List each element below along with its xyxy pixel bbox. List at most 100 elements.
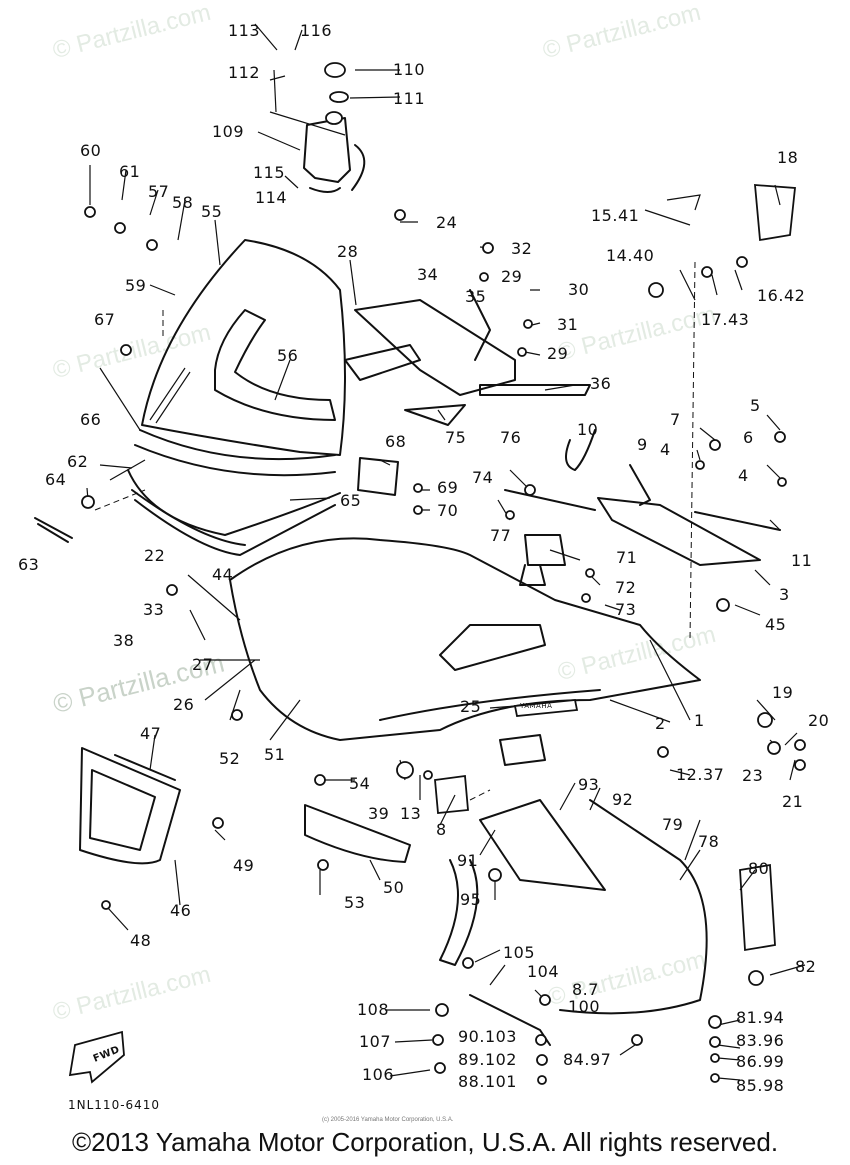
callout-6[interactable]: 6 xyxy=(743,428,754,447)
callout-35[interactable]: 35 xyxy=(465,287,487,306)
callout-80[interactable]: 80 xyxy=(748,859,770,878)
callout-34[interactable]: 34 xyxy=(417,265,439,284)
callout-115[interactable]: 115 xyxy=(253,163,286,182)
callout-36[interactable]: 36 xyxy=(590,374,612,393)
callout-9[interactable]: 9 xyxy=(637,435,648,454)
callout-116[interactable]: 116 xyxy=(300,21,333,40)
callout-12-37[interactable]: 12.37 xyxy=(676,765,725,784)
callout-13[interactable]: 13 xyxy=(400,804,422,823)
callout-79[interactable]: 79 xyxy=(662,815,684,834)
callout-28[interactable]: 28 xyxy=(337,242,359,261)
callout-16-42[interactable]: 16.42 xyxy=(757,286,806,305)
callout-51[interactable]: 51 xyxy=(264,745,286,764)
callout-61[interactable]: 61 xyxy=(119,162,141,181)
callout-110[interactable]: 110 xyxy=(393,60,426,79)
callout-86-99[interactable]: 86.99 xyxy=(736,1052,785,1071)
callout-21[interactable]: 21 xyxy=(782,792,804,811)
callout-46[interactable]: 46 xyxy=(170,901,192,920)
callout-107[interactable]: 107 xyxy=(359,1032,392,1051)
callout-62[interactable]: 62 xyxy=(67,452,89,471)
callout-39[interactable]: 39 xyxy=(368,804,390,823)
callout-78[interactable]: 78 xyxy=(698,832,720,851)
callout-88-101[interactable]: 88.101 xyxy=(458,1072,517,1091)
callout-10[interactable]: 10 xyxy=(577,420,599,439)
callout-29[interactable]: 29 xyxy=(547,344,569,363)
callout-14-40[interactable]: 14.40 xyxy=(606,246,655,265)
callout-106[interactable]: 106 xyxy=(362,1065,395,1084)
callout-69[interactable]: 69 xyxy=(437,478,459,497)
callout-108[interactable]: 108 xyxy=(357,1000,390,1019)
callout-48[interactable]: 48 xyxy=(130,931,152,950)
callout-30[interactable]: 30 xyxy=(568,280,590,299)
callout-11[interactable]: 11 xyxy=(791,551,813,570)
callout-82[interactable]: 82 xyxy=(795,957,817,976)
callout-74[interactable]: 74 xyxy=(472,468,494,487)
callout-4[interactable]: 4 xyxy=(738,466,749,485)
callout-24[interactable]: 24 xyxy=(436,213,458,232)
callout-100[interactable]: 100 xyxy=(568,997,601,1016)
callout-105[interactable]: 105 xyxy=(503,943,536,962)
callout-89-102[interactable]: 89.102 xyxy=(458,1050,517,1069)
callout-4[interactable]: 4 xyxy=(660,440,671,459)
callout-95[interactable]: 95 xyxy=(460,890,482,909)
callout-59[interactable]: 59 xyxy=(125,276,147,295)
callout-23[interactable]: 23 xyxy=(742,766,764,785)
callout-27[interactable]: 27 xyxy=(192,655,214,674)
callout-58[interactable]: 58 xyxy=(172,193,194,212)
callout-112[interactable]: 112 xyxy=(228,63,261,82)
callout-92[interactable]: 92 xyxy=(612,790,634,809)
callout-76[interactable]: 76 xyxy=(500,428,522,447)
callout-32[interactable]: 32 xyxy=(511,239,533,258)
callout-19[interactable]: 19 xyxy=(772,683,794,702)
callout-1[interactable]: 1 xyxy=(694,711,705,730)
callout-57[interactable]: 57 xyxy=(148,182,170,201)
callout-109[interactable]: 109 xyxy=(212,122,245,141)
callout-111[interactable]: 111 xyxy=(393,89,426,108)
callout-3[interactable]: 3 xyxy=(779,585,790,604)
callout-85-98[interactable]: 85.98 xyxy=(736,1076,785,1095)
callout-44[interactable]: 44 xyxy=(212,565,234,584)
callout-31[interactable]: 31 xyxy=(557,315,579,334)
callout-77[interactable]: 77 xyxy=(490,526,512,545)
callout-81-94[interactable]: 81.94 xyxy=(736,1008,785,1027)
callout-71[interactable]: 71 xyxy=(616,548,638,567)
callout-75[interactable]: 75 xyxy=(445,428,467,447)
callout-33[interactable]: 33 xyxy=(143,600,165,619)
callout-72[interactable]: 72 xyxy=(615,578,637,597)
callout-60[interactable]: 60 xyxy=(80,141,102,160)
callout-22[interactable]: 22 xyxy=(144,546,166,565)
callout-66[interactable]: 66 xyxy=(80,410,102,429)
callout-20[interactable]: 20 xyxy=(808,711,830,730)
callout-5[interactable]: 5 xyxy=(750,396,761,415)
callout-38[interactable]: 38 xyxy=(113,631,135,650)
callout-8-7[interactable]: 8.7 xyxy=(572,980,599,999)
callout-15-41[interactable]: 15.41 xyxy=(591,206,640,225)
callout-18[interactable]: 18 xyxy=(777,148,799,167)
callout-114[interactable]: 114 xyxy=(255,188,288,207)
callout-29[interactable]: 29 xyxy=(501,267,523,286)
callout-52[interactable]: 52 xyxy=(219,749,241,768)
callout-73[interactable]: 73 xyxy=(615,600,637,619)
callout-113[interactable]: 113 xyxy=(228,21,261,40)
callout-17-43[interactable]: 17.43 xyxy=(701,310,750,329)
callout-25[interactable]: 25 xyxy=(460,697,482,716)
callout-64[interactable]: 64 xyxy=(45,470,67,489)
callout-47[interactable]: 47 xyxy=(140,724,162,743)
callout-55[interactable]: 55 xyxy=(201,202,223,221)
callout-90-103[interactable]: 90.103 xyxy=(458,1027,517,1046)
callout-49[interactable]: 49 xyxy=(233,856,255,875)
callout-54[interactable]: 54 xyxy=(349,774,371,793)
callout-45[interactable]: 45 xyxy=(765,615,787,634)
callout-70[interactable]: 70 xyxy=(437,501,459,520)
callout-26[interactable]: 26 xyxy=(173,695,195,714)
callout-93[interactable]: 93 xyxy=(578,775,600,794)
callout-7[interactable]: 7 xyxy=(670,410,681,429)
callout-65[interactable]: 65 xyxy=(340,491,362,510)
callout-104[interactable]: 104 xyxy=(527,962,560,981)
callout-83-96[interactable]: 83.96 xyxy=(736,1031,785,1050)
callout-8[interactable]: 8 xyxy=(436,820,447,839)
callout-91[interactable]: 91 xyxy=(457,851,479,870)
callout-68[interactable]: 68 xyxy=(385,432,407,451)
callout-2[interactable]: 2 xyxy=(655,714,666,733)
callout-63[interactable]: 63 xyxy=(18,555,40,574)
